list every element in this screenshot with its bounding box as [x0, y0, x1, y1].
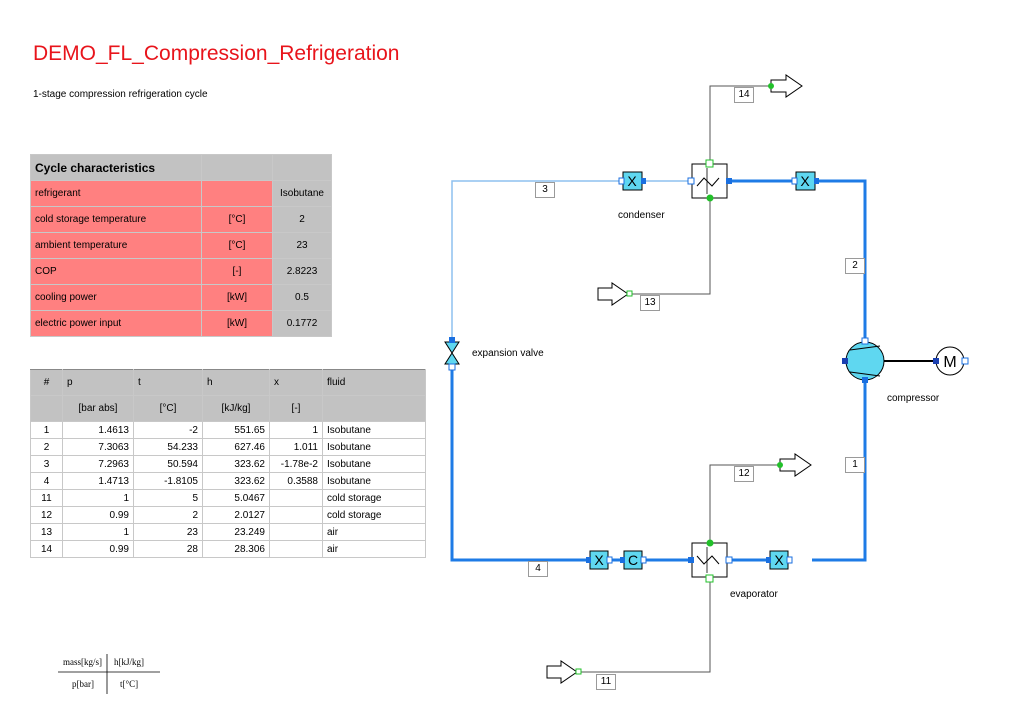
line-1	[812, 380, 867, 562]
controller-box[interactable]: C	[620, 550, 647, 570]
legend-pressure: p[bar]	[72, 679, 94, 689]
unit-header: [-]	[269, 395, 323, 422]
node-label-14: 14	[734, 87, 754, 103]
char-label: cooling power	[30, 284, 202, 311]
char-unit: [kW]	[201, 310, 273, 337]
line-4	[450, 367, 590, 562]
legend-mass: mass[kg/s]	[63, 657, 102, 667]
char-value: 0.1772	[272, 310, 332, 337]
measure-box[interactable]: X	[766, 550, 793, 570]
char-label: electric power input	[30, 310, 202, 337]
char-unit: [°C]	[201, 206, 273, 233]
page-title: DEMO_FL_Compression_Refrigeration	[33, 42, 400, 65]
svg-text:X: X	[774, 552, 784, 568]
char-value: 0.5	[272, 284, 332, 311]
svg-text:C: C	[628, 552, 638, 568]
unit-header: [kJ/kg]	[202, 395, 270, 422]
legend-enthalpy: h[kJ/kg]	[114, 657, 144, 667]
inlet-arrow-13	[597, 282, 629, 306]
char-value: 2.8223	[272, 258, 332, 285]
table-cell: air	[322, 540, 426, 558]
node-label-13: 13	[640, 295, 660, 311]
cycle-characteristics-header: Cycle characteristics	[30, 154, 202, 181]
outlet-arrow-14	[770, 74, 803, 98]
node-label-2: 2	[845, 258, 865, 274]
col-header: p	[62, 369, 134, 396]
line-14	[709, 85, 770, 162]
compressor-component[interactable]	[842, 337, 935, 383]
char-unit	[201, 180, 273, 207]
cycle-characteristics-table: Cycle characteristics refrigerant Isobut…	[30, 154, 332, 337]
line-12	[709, 464, 780, 542]
node-label-12: 12	[734, 466, 754, 482]
port-14	[768, 83, 774, 89]
char-unit: [-]	[201, 258, 273, 285]
char-value: 2	[272, 206, 332, 233]
node-label-3: 3	[535, 182, 555, 198]
port-11	[575, 668, 582, 675]
page-subtitle: 1-stage compression refrigeration cycle	[33, 89, 208, 100]
evaporator-label: evaporator	[730, 589, 778, 600]
col-header: #	[30, 369, 63, 396]
svg-text:M: M	[943, 354, 956, 371]
outlet-arrow-12	[779, 453, 812, 477]
state-points-table: # p t h x fluid [bar abs] [°C] [kJ/kg] […	[30, 369, 426, 558]
char-label: refrigerant	[30, 180, 202, 207]
unit-header: [°C]	[133, 395, 203, 422]
measure-box[interactable]: X	[618, 171, 646, 191]
char-value: Isobutane	[272, 180, 332, 207]
line-3	[451, 180, 619, 338]
port-12	[777, 462, 783, 468]
motor-component[interactable]: M	[933, 346, 969, 376]
node-label-4: 4	[528, 561, 548, 577]
svg-text:X: X	[800, 173, 810, 189]
condenser-label: condenser	[618, 210, 665, 221]
expansion-valve-component[interactable]	[444, 337, 460, 371]
legend-lines	[58, 654, 160, 694]
evaporator-component[interactable]	[688, 539, 733, 583]
char-label: ambient temperature	[30, 232, 202, 259]
line-2	[812, 179, 867, 342]
node-label-11: 11	[596, 674, 616, 690]
measure-box[interactable]: X	[586, 550, 613, 570]
compressor-label: compressor	[887, 393, 940, 404]
node-label-1: 1	[845, 457, 865, 473]
line-13	[630, 198, 711, 295]
table-cell: 28	[133, 540, 203, 558]
line-11	[578, 578, 711, 673]
port-13	[626, 290, 633, 297]
expansion-valve-label: expansion valve	[472, 348, 544, 359]
svg-text:X: X	[594, 552, 604, 568]
inlet-arrow-11	[546, 660, 578, 684]
condenser-component[interactable]	[687, 159, 732, 202]
measure-box[interactable]: X	[791, 171, 819, 191]
char-value: 23	[272, 232, 332, 259]
legend-temperature: t[°C]	[120, 679, 139, 689]
char-unit: [°C]	[201, 232, 273, 259]
svg-text:X: X	[627, 173, 637, 189]
char-unit: [kW]	[201, 284, 273, 311]
